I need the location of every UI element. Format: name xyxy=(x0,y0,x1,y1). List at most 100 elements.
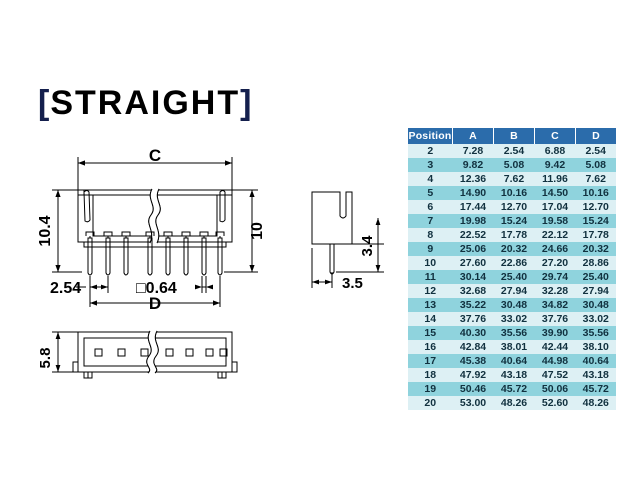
cell-value-a: 47.92 xyxy=(452,368,494,382)
dim-arrow-254-right xyxy=(90,284,97,290)
front-view-drawing: C 10.4 10 2.54 □0.64 D xyxy=(37,148,266,310)
cell-value-c: 47.52 xyxy=(534,368,576,382)
cell-value-d: 48.26 xyxy=(575,396,616,410)
corner-notch-left xyxy=(78,189,85,195)
cell-position: 2 xyxy=(408,144,453,158)
bottom-view-drawing: 5.8 xyxy=(37,330,238,379)
cell-value-d: 12.70 xyxy=(575,200,616,214)
dim-label-10: 10 xyxy=(249,222,266,240)
cell-value-d: 38.10 xyxy=(575,340,616,354)
cell-value-a: 35.22 xyxy=(452,298,494,312)
bottom-break-a2 xyxy=(146,330,152,374)
column-header-position: Position xyxy=(408,128,453,144)
pin-slot-2 xyxy=(103,231,113,236)
cell-value-b: 20.32 xyxy=(493,242,535,256)
dim-arrow-254-left xyxy=(101,284,108,290)
page-title: [STRAIGHT] xyxy=(38,86,252,120)
cell-position: 16 xyxy=(408,340,453,354)
cell-position: 11 xyxy=(408,270,453,284)
cell-position: 14 xyxy=(408,312,453,326)
pin-hole-6 xyxy=(205,348,214,357)
cell-position: 3 xyxy=(408,158,453,172)
title-bracket-left: [ xyxy=(38,84,51,122)
side-body-outline xyxy=(311,191,353,245)
cell-value-c: 42.44 xyxy=(534,340,576,354)
pin-3 xyxy=(123,236,129,276)
cell-position: 18 xyxy=(408,368,453,382)
cell-position: 13 xyxy=(408,298,453,312)
cell-value-b: 27.94 xyxy=(493,284,535,298)
dim-label-2-54: 2.54 xyxy=(50,280,81,297)
cell-value-c: 6.88 xyxy=(534,144,576,158)
pin-hole-3 xyxy=(140,348,149,357)
cell-value-d: 20.32 xyxy=(575,242,616,256)
cell-position: 15 xyxy=(408,326,453,340)
dim-arrow-10-top xyxy=(249,190,255,197)
cell-value-c: 39.90 xyxy=(534,326,576,340)
cell-value-a: 37.76 xyxy=(452,312,494,326)
dim-arrow-58-bottom xyxy=(55,365,61,372)
title-text: STRAIGHT xyxy=(50,84,241,122)
column-header-a: A xyxy=(452,128,494,144)
title-bracket-right: ] xyxy=(240,84,253,122)
dim-arrow-104-bottom xyxy=(55,265,61,272)
cell-value-a: 27.60 xyxy=(452,256,494,270)
pin-hole-1 xyxy=(94,348,103,357)
cell-position: 20 xyxy=(408,396,453,410)
cell-value-a: 19.98 xyxy=(452,214,494,228)
cell-position: 8 xyxy=(408,228,453,242)
cell-value-d: 15.24 xyxy=(575,214,616,228)
pin-slot-7 xyxy=(199,231,209,236)
break-line-b2 xyxy=(155,188,161,244)
cell-value-a: 32.68 xyxy=(452,284,494,298)
cell-value-a: 45.38 xyxy=(452,354,494,368)
cell-value-c: 27.20 xyxy=(534,256,576,270)
dim-label-c: C xyxy=(149,148,161,165)
pin-hole-2 xyxy=(117,348,126,357)
dim-arrow-35-right xyxy=(325,279,332,285)
pin-2 xyxy=(105,236,111,276)
cell-position: 6 xyxy=(408,200,453,214)
pin-6 xyxy=(183,236,189,276)
cell-value-a: 22.52 xyxy=(452,228,494,242)
pin-slot-3 xyxy=(121,231,131,236)
cell-value-d: 45.72 xyxy=(575,382,616,396)
latch-rib-right xyxy=(219,190,226,223)
cell-position: 7 xyxy=(408,214,453,228)
dim-arrow-d-right xyxy=(213,300,220,306)
cell-value-b: 30.48 xyxy=(493,298,535,312)
pin-slot-group xyxy=(85,231,225,236)
latch-rib-left xyxy=(83,190,91,223)
cell-value-c: 24.66 xyxy=(534,242,576,256)
cell-position: 12 xyxy=(408,284,453,298)
cell-position: 9 xyxy=(408,242,453,256)
cell-value-b: 38.01 xyxy=(493,340,535,354)
cell-value-a: 42.84 xyxy=(452,340,494,354)
cell-value-c: 19.58 xyxy=(534,214,576,228)
cell-position: 17 xyxy=(408,354,453,368)
pin-8 xyxy=(217,236,223,276)
cell-value-c: 50.06 xyxy=(534,382,576,396)
cell-value-a: 25.06 xyxy=(452,242,494,256)
cell-value-b: 2.54 xyxy=(493,144,535,158)
dim-arrow-35-left xyxy=(312,279,319,285)
cell-value-c: 14.50 xyxy=(534,186,576,200)
corner-notch-right xyxy=(226,189,233,195)
cell-value-c: 22.12 xyxy=(534,228,576,242)
cell-value-c: 32.28 xyxy=(534,284,576,298)
bottom-inner-wall xyxy=(83,337,227,367)
column-header-c: C xyxy=(534,128,576,144)
cell-value-b: 25.40 xyxy=(493,270,535,284)
